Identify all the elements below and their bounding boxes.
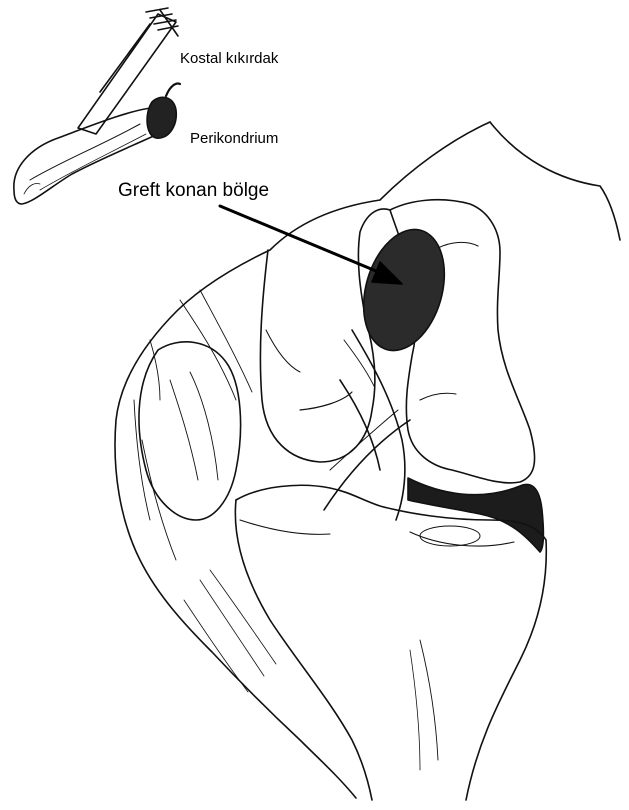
cruciate-ligaments (324, 330, 410, 520)
perichondrium-shape (147, 84, 180, 139)
graft-site (350, 220, 457, 360)
graft-area-label: Greft konan bölge (118, 180, 269, 202)
tibia-hatching (184, 570, 276, 692)
perichondrium-label: Perikondrium (190, 130, 278, 147)
femur-outline (115, 122, 490, 798)
graft-pointer-line (220, 206, 388, 276)
costal-cartilage-label: Kostal kıkırdak (180, 50, 278, 67)
